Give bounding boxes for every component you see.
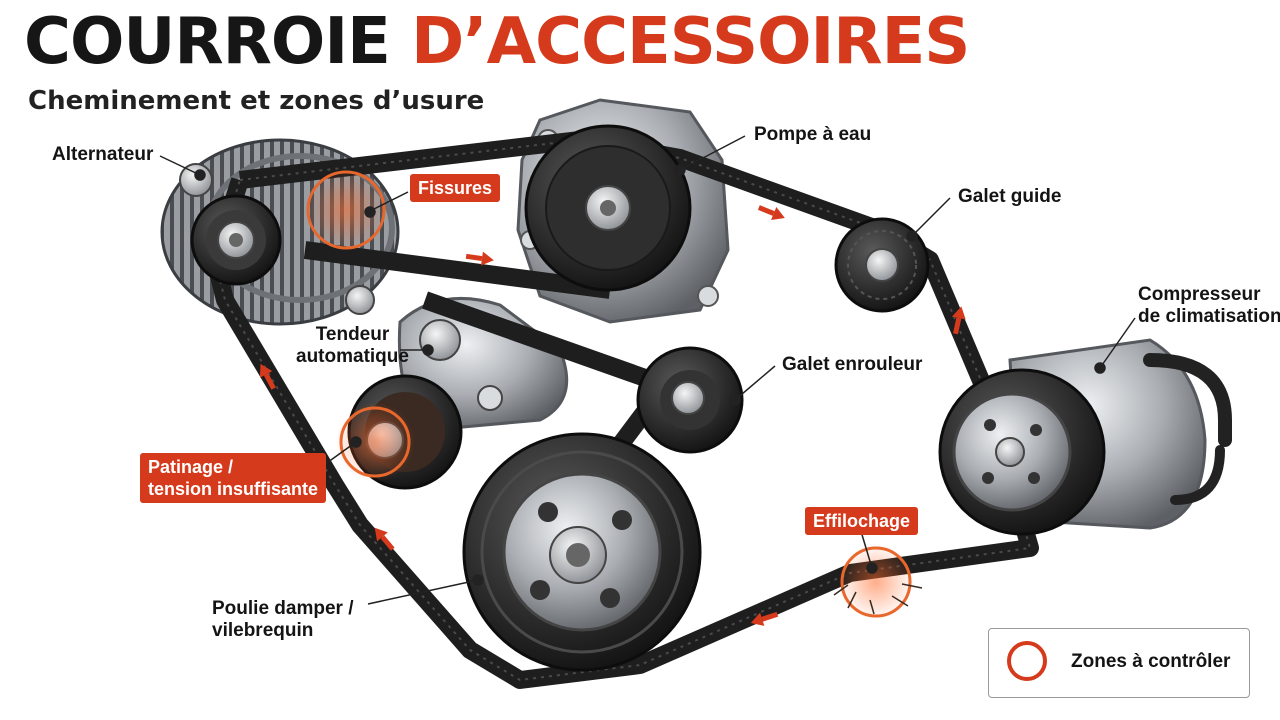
tag-slip-line2: tension insuffisante bbox=[148, 479, 319, 499]
tag-cracks: Fissures bbox=[410, 174, 501, 202]
title-part-1: COURROIE bbox=[24, 5, 391, 79]
wear-zone-cracks-marker bbox=[306, 170, 386, 250]
page-subtitle: Cheminement et zones d’usure bbox=[28, 86, 485, 116]
legend-label: Zones à contrôler bbox=[1071, 651, 1231, 672]
label-ac-compressor-line1: Compresseur bbox=[1138, 284, 1261, 305]
alternator-pulley bbox=[190, 194, 282, 286]
arrow-left-bottom bbox=[750, 611, 779, 626]
winding-idler-pulley bbox=[636, 346, 744, 454]
label-tensioner-line2: automatique bbox=[296, 346, 409, 367]
ac-compressor-pulley bbox=[938, 368, 1106, 536]
tag-slip-line1: Patinage / bbox=[148, 457, 234, 477]
label-water-pump: Pompe à eau bbox=[754, 124, 872, 145]
page-title: COURROIE D’ACCESSOIRES bbox=[24, 2, 970, 82]
damper-pulley bbox=[462, 432, 702, 672]
legend: Zones à contrôler bbox=[988, 628, 1250, 698]
label-winding-idler: Galet enrouleur bbox=[782, 354, 923, 375]
label-alternator: Alternateur bbox=[52, 144, 154, 165]
arrow-up-left-low bbox=[374, 527, 395, 551]
leader-lines bbox=[159, 135, 1136, 605]
label-tensioner: Tendeur automatique bbox=[296, 324, 409, 368]
label-damper-line1: Poulie damper / bbox=[212, 598, 354, 619]
tag-slip: Patinage / tension insuffisante bbox=[140, 453, 327, 503]
label-damper-line2: vilebrequin bbox=[212, 620, 314, 641]
label-tensioner-line1: Tendeur bbox=[315, 324, 390, 345]
label-guide-idler: Galet guide bbox=[958, 186, 1062, 207]
tag-fraying: Effilochage bbox=[805, 507, 919, 535]
arrow-right-top bbox=[465, 251, 494, 266]
label-ac-compressor: Compresseur de climatisation bbox=[1138, 284, 1280, 328]
wear-zone-slip-marker bbox=[335, 402, 415, 482]
legend-ring-icon bbox=[1007, 641, 1047, 681]
label-damper: Poulie damper / vilebrequin bbox=[212, 598, 353, 642]
direction-arrows bbox=[259, 205, 966, 626]
label-ac-compressor-line2: de climatisation bbox=[1138, 306, 1280, 327]
arrow-right-mid bbox=[757, 205, 785, 220]
water-pump-pulley bbox=[524, 124, 692, 292]
guide-idler-pulley bbox=[834, 217, 930, 313]
title-part-2: D’ACCESSOIRES bbox=[411, 5, 970, 79]
arrow-up-left-high bbox=[259, 363, 276, 390]
wear-zone-fraying-marker bbox=[833, 544, 923, 620]
arrow-up-right bbox=[951, 306, 966, 335]
